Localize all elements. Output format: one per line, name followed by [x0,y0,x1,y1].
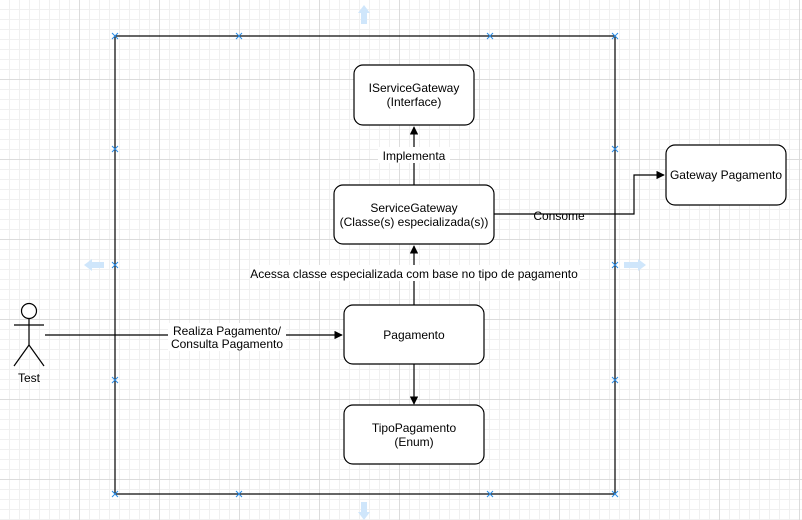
actor-test[interactable]: Test [13,302,45,386]
guide-arrow-left[interactable] [84,259,104,271]
node-iservicegateway-kind: (Interface) [387,95,442,109]
edge-label-realiza-line2: Consulta Pagamento [171,337,283,351]
node-pagamento[interactable]: Pagamento [343,304,485,365]
edge-consome[interactable]: Consome [494,170,665,223]
edge-label-realiza-line1: Realiza Pagamento/ [173,324,282,338]
guide-arrow-bottom[interactable] [358,502,370,520]
node-pagamento-label: Pagamento [383,328,445,342]
selection-handles[interactable] [111,32,619,498]
node-tipopagamento[interactable]: TipoPagamento (Enum) [343,404,485,465]
node-servicegateway-kind: (Classe(s) especializada(s)) [340,215,489,229]
node-iservicegateway-name: IServiceGateway [369,81,460,95]
actor-test-label: Test [18,371,41,385]
node-servicegateway-name: ServiceGateway [370,201,457,215]
node-servicegateway[interactable]: ServiceGateway (Classe(s) especializada(… [333,184,495,245]
node-gateway-pagamento[interactable]: Gateway Pagamento [665,144,787,206]
edge-implementa[interactable]: Implementa [378,126,450,185]
node-tipopagamento-kind: (Enum) [394,435,433,449]
node-gateway-pagamento-label: Gateway Pagamento [670,168,782,182]
edge-realiza[interactable]: Realiza Pagamento/ Consulta Pagamento [45,323,343,351]
node-tipopagamento-name: TipoPagamento [372,421,457,435]
edge-label-implementa: Implementa [383,149,446,163]
edge-acessa[interactable]: Acessa classe especializada com base no … [250,245,580,305]
edge-label-acessa: Acessa classe especializada com base no … [250,267,578,281]
node-iservicegateway[interactable]: IServiceGateway (Interface) [353,64,475,126]
guide-arrow-top[interactable] [358,5,370,24]
guide-arrow-right[interactable] [624,259,646,271]
edge-label-consome: Consome [533,209,585,223]
